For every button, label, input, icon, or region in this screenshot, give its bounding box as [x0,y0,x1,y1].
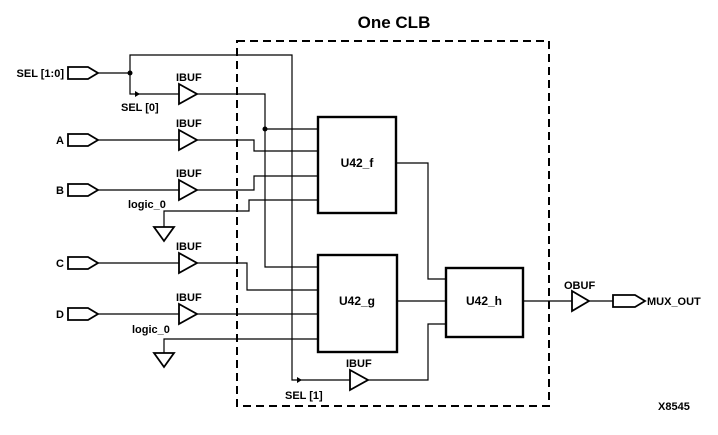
wire-sel0 [129,73,179,95]
ibuf-label: IBUF [176,241,202,253]
buffer-icon [571,289,591,313]
wire-sel1-to-h [368,323,446,381]
buffer-icon [178,128,199,152]
clb-title: One CLB [358,13,431,32]
sel0-label: SEL [0] [121,102,159,114]
input-label-sel: SEL [1:0] [17,68,65,80]
input-c: C [56,256,100,270]
bus-tap-arrow-icon [135,91,140,97]
ibuf-b: IBUF [176,168,202,202]
ibuf-label: IBUF [176,168,202,180]
input-pad-icon [67,66,100,80]
input-sel: SEL [1:0] [17,66,100,80]
buffer-icon [349,368,370,392]
wire-c [197,262,318,291]
block-u42-h: U42_h [444,266,525,339]
input-label-a: A [56,135,64,147]
output-mux-out: MUX_OUT [612,294,701,308]
block-label: U42_f [341,156,375,170]
sel1-label: SEL [1] [285,390,323,402]
input-label-c: C [56,258,64,270]
buffer-icon [178,302,199,326]
bus-tap-arrow-icon [297,377,302,383]
input-pad-icon [67,256,100,270]
figure-id: X8545 [658,401,690,413]
wire-sel1 [129,54,350,381]
block-label: U42_g [339,294,375,308]
junction-dot [262,126,268,132]
input-a: A [56,133,100,147]
block-label: U42_h [466,294,502,308]
input-label-d: D [56,309,64,321]
ibuf-c: IBUF [176,241,202,275]
ibuf-a: IBUF [176,118,202,152]
input-pad-icon [67,183,100,197]
wire-b [197,175,318,191]
output-label: MUX_OUT [647,296,701,308]
input-d: D [56,307,100,321]
clb-boundary [236,40,550,407]
obuf-label: OBUF [564,280,595,292]
ibuf-label: IBUF [346,358,372,370]
input-pad-icon [67,133,100,147]
wire-f-to-h [396,162,446,280]
input-b: B [56,183,100,197]
buffer-icon [178,178,199,202]
wire-logic0-g [163,338,318,353]
input-pad-icon [67,307,100,321]
ibuf-sel0: IBUF [176,72,202,106]
ground-icon [152,226,176,243]
wire-a [197,139,318,152]
logic0-label: logic_0 [132,324,170,336]
obuf: OBUF [564,280,595,313]
ibuf-label: IBUF [176,292,202,304]
ibuf-sel1: IBUF [346,358,372,392]
ibuf-label: IBUF [176,72,202,84]
block-u42-f: U42_f [316,115,398,215]
ibuf-d: IBUF [176,292,202,326]
wire-sel0-bus [197,93,318,268]
buffer-icon [178,82,199,106]
output-pad-icon [612,294,647,308]
block-u42-g: U42_g [316,253,399,354]
buffer-icon [178,251,199,275]
ground-icon [152,352,176,369]
input-label-b: B [56,185,64,197]
wire-logic0-f [163,199,318,227]
logic0-label: logic_0 [128,199,166,211]
ibuf-label: IBUF [176,118,202,130]
